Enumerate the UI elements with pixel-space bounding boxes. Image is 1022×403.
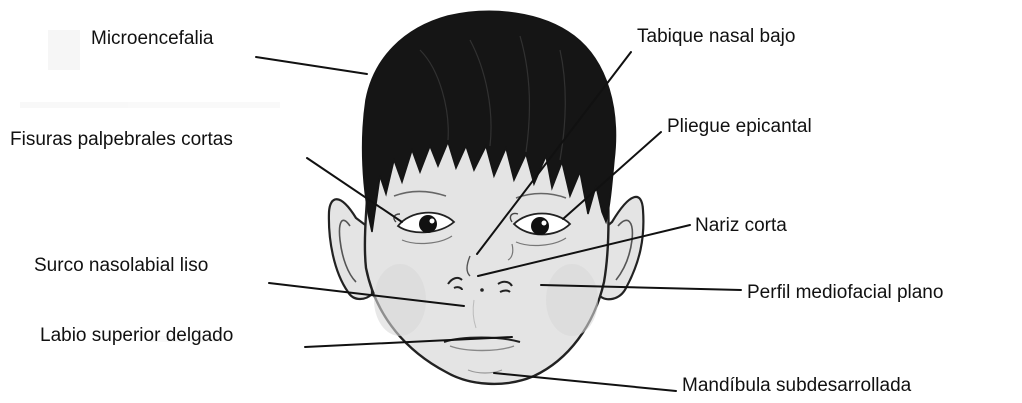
- child-face-illustration: [329, 11, 644, 384]
- leader-microencefalia: [256, 57, 367, 74]
- leader-mandibula: [494, 373, 676, 391]
- label-pliegue-epicantal: Pliegue epicantal: [667, 116, 812, 137]
- label-labio-superior: Labio superior delgado: [40, 325, 233, 346]
- label-mandibula: Mandíbula subdesarrollada: [682, 375, 912, 396]
- label-fisuras-palpebrales: Fisuras palpebrales cortas: [10, 129, 233, 150]
- label-microencefalia: Microencefalia: [91, 28, 214, 49]
- label-tabique-nasal: Tabique nasal bajo: [637, 26, 795, 47]
- label-surco-nasolabial: Surco nasolabial liso: [34, 255, 208, 276]
- label-nariz-corta: Nariz corta: [695, 215, 787, 236]
- label-perfil-mediofacial: Perfil mediofacial plano: [747, 282, 943, 303]
- right-cheek-shade: [546, 264, 598, 336]
- background-artifacts: [20, 30, 280, 342]
